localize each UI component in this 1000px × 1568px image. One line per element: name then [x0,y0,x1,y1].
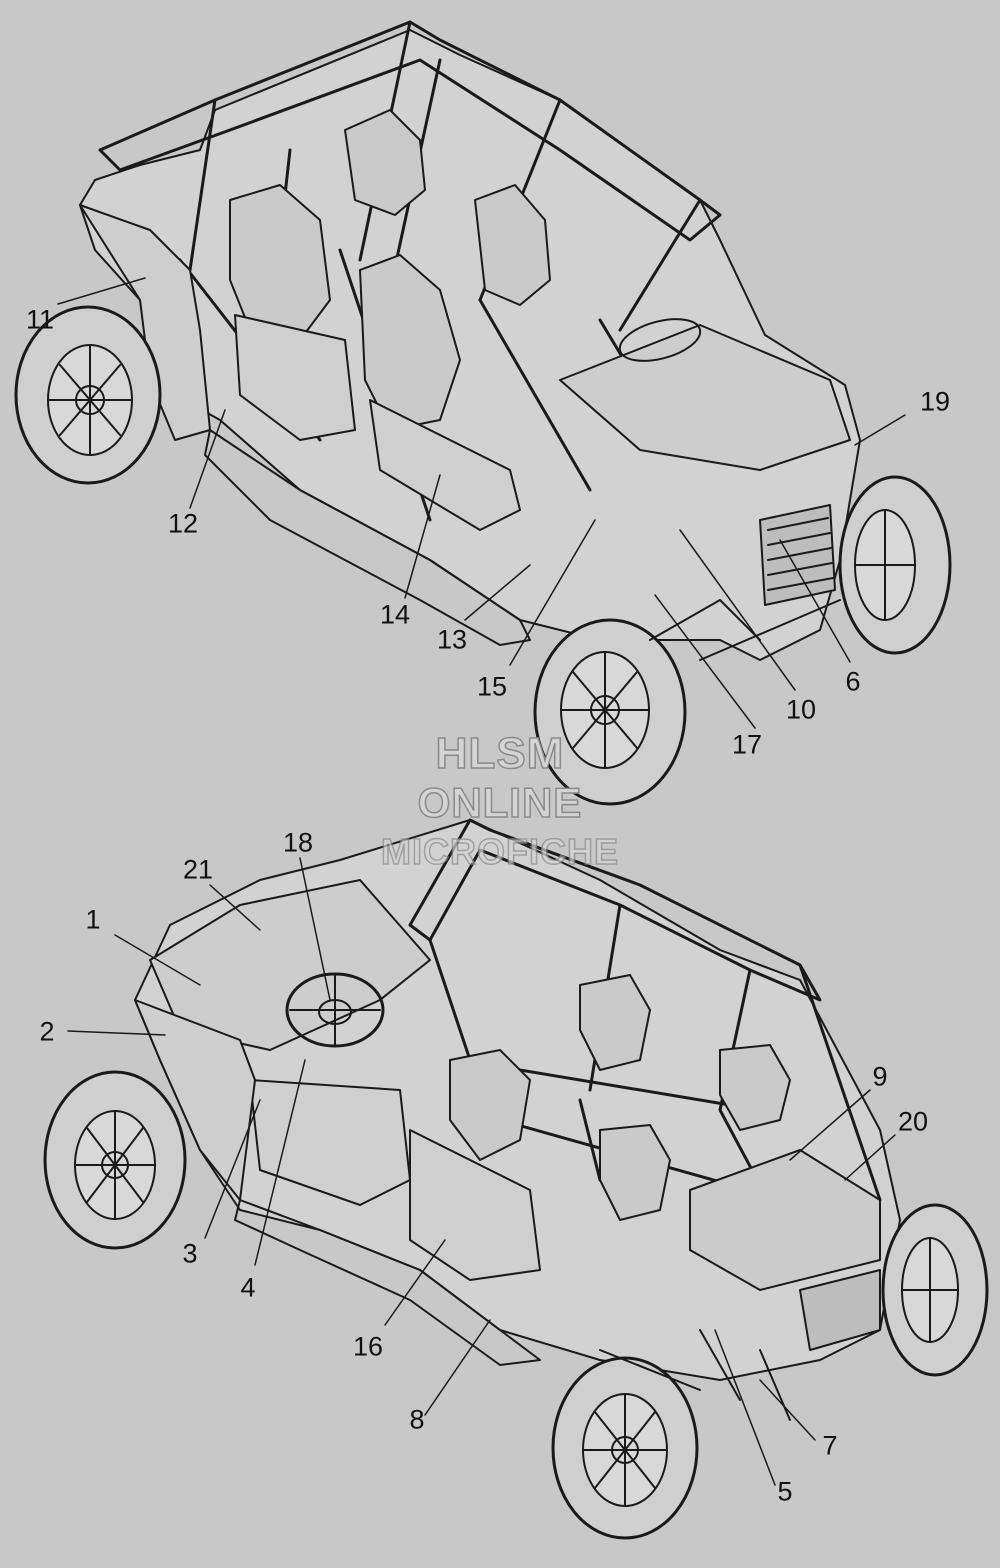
bottom-seat-rear-right [719,1044,791,1131]
bottom-seat-front-left [449,1049,531,1161]
callout-9: 9 [872,1061,888,1092]
callout-18: 18 [282,827,314,858]
watermark-line-1: HLSM [435,729,565,778]
leader-lines [57,277,906,1486]
top-seat-rear-left [229,184,331,341]
bottom-seat-rear-left [599,1124,671,1221]
callout-21: 21 [182,854,214,885]
callout-14: 14 [379,599,411,630]
bottom-roll-cage [408,818,822,1002]
top-vehicle [14,20,952,806]
callout-11: 11 [25,304,55,335]
callout-5: 5 [777,1476,793,1507]
callout-13: 13 [436,624,468,655]
callout-17: 17 [731,729,763,760]
top-seat-rear-right [344,109,426,216]
bottom-cargo-bed [689,1149,881,1291]
bottom-steering-wheel [285,972,385,1048]
top-wheel-front-right [838,475,952,655]
bottom-wheel-rear-left [551,1356,699,1540]
bottom-wheel-front-left [43,1070,187,1250]
callout-7: 7 [822,1430,838,1461]
bottom-vehicle [43,818,989,1540]
top-rocker [204,429,531,646]
bottom-wheel-rear-right [881,1203,989,1377]
bottom-rocker [234,1199,541,1366]
top-door-rear [234,314,356,441]
top-door-front [369,399,521,531]
top-wheel-front [533,618,687,806]
top-seat-front-right [474,184,551,306]
callout-3: 3 [182,1238,198,1269]
callout-12: 12 [167,508,199,539]
callout-6: 6 [845,666,861,697]
bottom-rear-grille [799,1269,881,1351]
callout-15: 15 [476,671,508,702]
callout-10: 10 [785,694,817,725]
watermark-line-3: MICROFICHE [380,831,619,872]
callout-20: 20 [897,1106,929,1137]
bottom-door-front [249,1079,411,1206]
callout-8: 8 [409,1404,425,1435]
top-seat-front-left [359,254,461,431]
callout-19: 19 [919,386,951,417]
callout-4: 4 [240,1272,256,1303]
top-hood [559,324,851,471]
callout-1: 1 [85,904,101,935]
bottom-seat-front-right [579,974,651,1071]
callout-16: 16 [352,1331,384,1362]
top-wheel-rear [14,305,162,485]
top-steering-wheel [618,318,702,362]
callout-2: 2 [39,1016,55,1047]
watermark-line-2: ONLINE [417,779,583,826]
